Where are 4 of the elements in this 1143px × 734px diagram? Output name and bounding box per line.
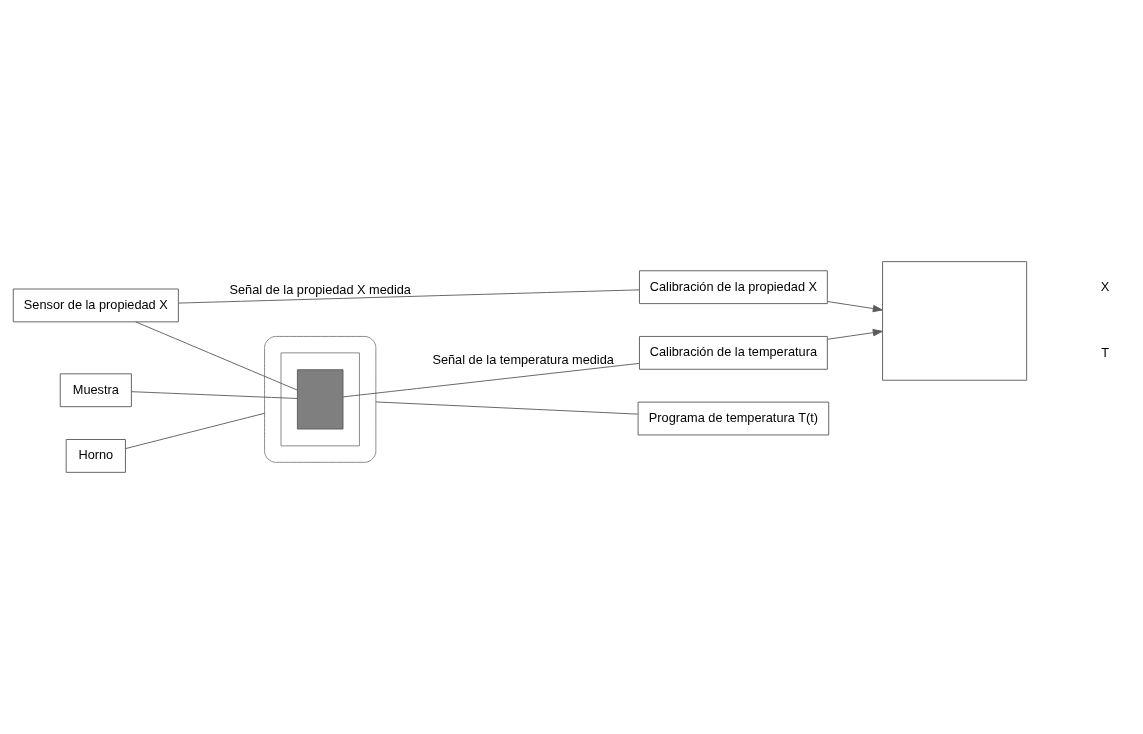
edge-label: Señal de la temperatura medida — [432, 351, 614, 367]
edge-label: Señal de la propiedad X medida — [229, 281, 411, 297]
label: T — [1101, 345, 1109, 361]
label: X — [1100, 279, 1110, 295]
